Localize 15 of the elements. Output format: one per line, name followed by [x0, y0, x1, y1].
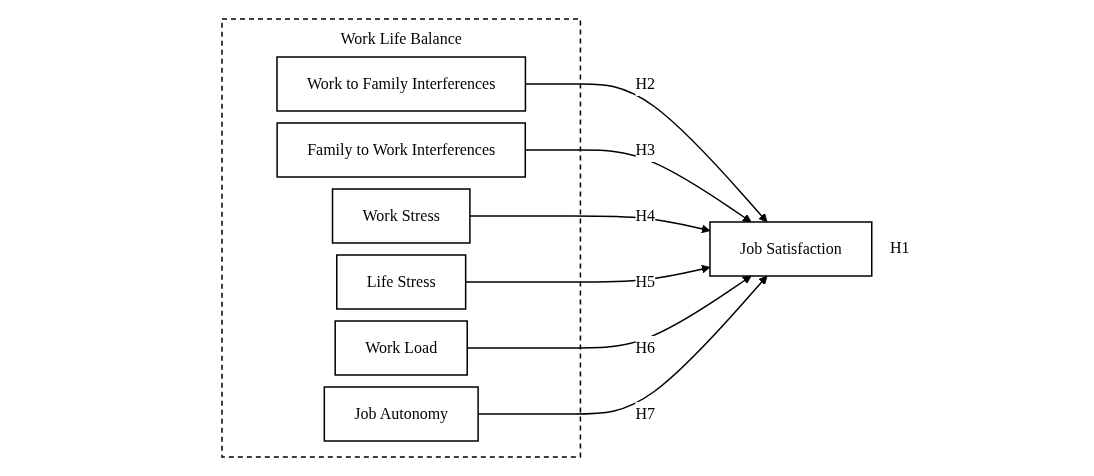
- edge-label: H3: [635, 141, 656, 158]
- node-box: Family to Work Interferences: [276, 122, 527, 178]
- edge-label: H7: [635, 405, 656, 422]
- edge-label: H2: [635, 75, 656, 92]
- arrow: [465, 264, 711, 283]
- edge-label: H5: [635, 273, 656, 290]
- node-box: Life Stress: [336, 254, 467, 310]
- node-box: Work to Family Interferences: [276, 56, 527, 112]
- node-box: Work Stress: [331, 188, 471, 244]
- node-box: Work Load: [334, 320, 469, 376]
- edge-label: H6: [635, 339, 656, 356]
- edge-label: H4: [635, 207, 656, 224]
- hypothesis-label: H1: [889, 239, 910, 257]
- node-box: Job Autonomy: [323, 386, 479, 442]
- node-box: Job Satisfaction: [709, 221, 873, 277]
